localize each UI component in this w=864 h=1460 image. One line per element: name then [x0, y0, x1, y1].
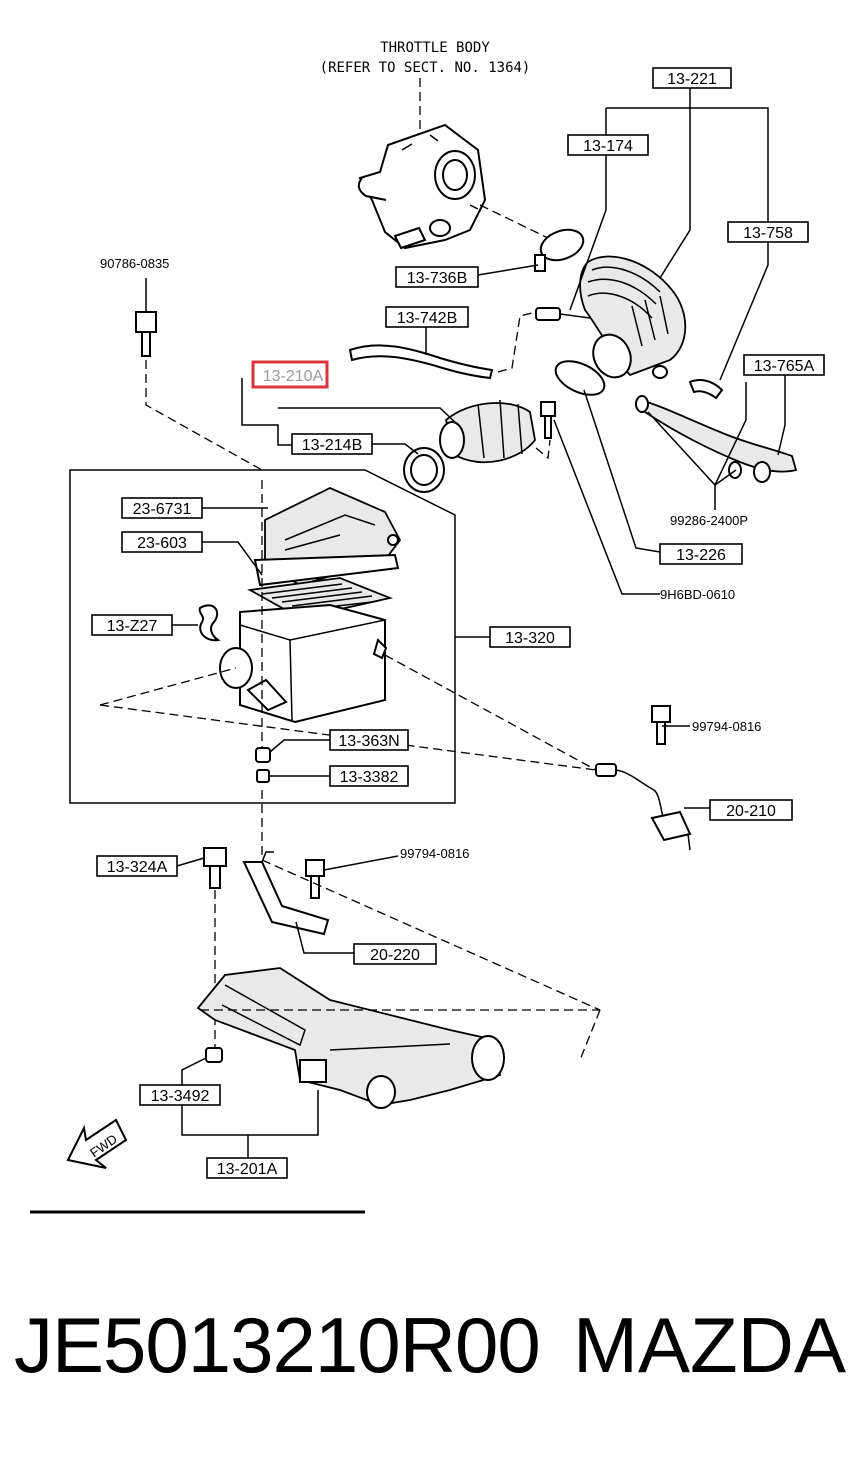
callout-13-201a[interactable]: 13-201A [206, 1157, 288, 1179]
svg-text:13-363N: 13-363N [338, 733, 399, 750]
grommet-13-363n [255, 747, 271, 763]
callout-13-765a[interactable]: 13-765A [743, 354, 825, 376]
svg-text:13-226: 13-226 [676, 547, 726, 564]
svg-text:13-736B: 13-736B [407, 270, 468, 287]
grommet-13-3382 [256, 769, 270, 783]
hose-13-758 [688, 379, 724, 400]
bolt-90786-0835 [135, 311, 157, 357]
bolt-99794-0816-left [305, 859, 325, 899]
throttle-body-drawing [357, 123, 487, 250]
throttle-body-title: THROTTLE BODY [380, 40, 490, 56]
part-number: JE5013210R00 [14, 1301, 541, 1389]
bolt-99794-0816-right [651, 705, 671, 745]
brand-name: MAZDA [573, 1301, 846, 1389]
clip-13-z27 [198, 604, 221, 642]
hose-clamp-lower [554, 360, 606, 396]
callout-13-210a-highlighted[interactable]: 13-210A [251, 360, 329, 389]
callout-23-603[interactable]: 23-603 [121, 531, 203, 553]
svg-text:13-3382: 13-3382 [340, 769, 399, 786]
callout-13-226[interactable]: 13-226 [659, 543, 743, 565]
callout-13-320[interactable]: 13-320 [489, 626, 571, 648]
svg-text:23-603: 23-603 [137, 535, 187, 552]
callout-13-3382[interactable]: 13-3382 [329, 765, 409, 787]
svg-text:13-742B: 13-742B [397, 310, 458, 327]
svg-text:13-320: 13-320 [505, 630, 555, 647]
svg-text:13-3492: 13-3492 [151, 1088, 210, 1105]
callout-20-210[interactable]: 20-210 [709, 799, 793, 821]
svg-text:13-214B: 13-214B [302, 437, 363, 454]
label-99794-0816-left[interactable]: 99794-0816 [400, 846, 469, 861]
footer: JE5013210R00 MAZDA [0, 1290, 864, 1410]
intake-connector-13-210a [439, 399, 536, 464]
grommet-13-3492 [205, 1047, 223, 1063]
svg-text:13-174: 13-174 [583, 138, 633, 155]
callout-13-736b[interactable]: 13-736B [395, 266, 479, 288]
air-intake-duct-13-201a [196, 967, 505, 1109]
callout-13-z27[interactable]: 13-Z27 [91, 614, 173, 636]
callout-13-174[interactable]: 13-174 [567, 134, 649, 156]
leader-lines [145, 86, 786, 1158]
intake-duct-13-221 [579, 255, 687, 379]
svg-text:13-201A: 13-201A [217, 1161, 278, 1178]
callout-13-742b[interactable]: 13-742B [385, 306, 469, 328]
bolt-9h6bd-0610 [540, 401, 556, 439]
hose-clamp-upper [534, 228, 585, 272]
svg-text:13-758: 13-758 [743, 225, 793, 242]
label-90786-0835[interactable]: 90786-0835 [100, 256, 169, 271]
bracket-20-220 [242, 851, 330, 936]
callout-13-3492[interactable]: 13-3492 [139, 1084, 221, 1106]
svg-text:13-221: 13-221 [667, 71, 717, 88]
throttle-body-reference: (REFER TO SECT. NO. 1364) [320, 60, 531, 76]
sensor-20-210 [595, 763, 692, 851]
bolt-13-324a [203, 847, 227, 889]
label-99794-0816-right[interactable]: 99794-0816 [692, 719, 761, 734]
callout-13-324a[interactable]: 13-324A [96, 855, 178, 877]
svg-text:13-Z27: 13-Z27 [107, 618, 158, 635]
callout-23-6731[interactable]: 23-6731 [121, 497, 203, 519]
callout-13-363n[interactable]: 13-363N [329, 729, 409, 751]
callout-20-220[interactable]: 20-220 [353, 943, 437, 965]
label-99286-2400p[interactable]: 99286-2400P [670, 513, 748, 528]
connector-13-742-fitting [535, 307, 591, 321]
callout-13-221[interactable]: 13-221 [652, 67, 732, 89]
fwd-arrow-icon: FWD [66, 1118, 128, 1169]
label-9h6bd-0610[interactable]: 9H6BD-0610 [660, 587, 735, 602]
air-cleaner-lower-case [219, 603, 388, 724]
air-cleaner-frame [69, 469, 456, 804]
callout-13-214b[interactable]: 13-214B [291, 433, 373, 455]
svg-text:13-210A: 13-210A [263, 368, 324, 385]
hose-13-765a [635, 395, 798, 483]
svg-text:13-765A: 13-765A [754, 358, 815, 375]
svg-text:20-220: 20-220 [370, 947, 420, 964]
hose-13-742b [348, 344, 494, 380]
svg-text:20-210: 20-210 [726, 803, 776, 820]
svg-text:23-6731: 23-6731 [133, 501, 192, 518]
svg-text:13-324A: 13-324A [107, 859, 168, 876]
air-cleaner-cover [253, 487, 402, 587]
callout-13-758[interactable]: 13-758 [727, 221, 809, 243]
